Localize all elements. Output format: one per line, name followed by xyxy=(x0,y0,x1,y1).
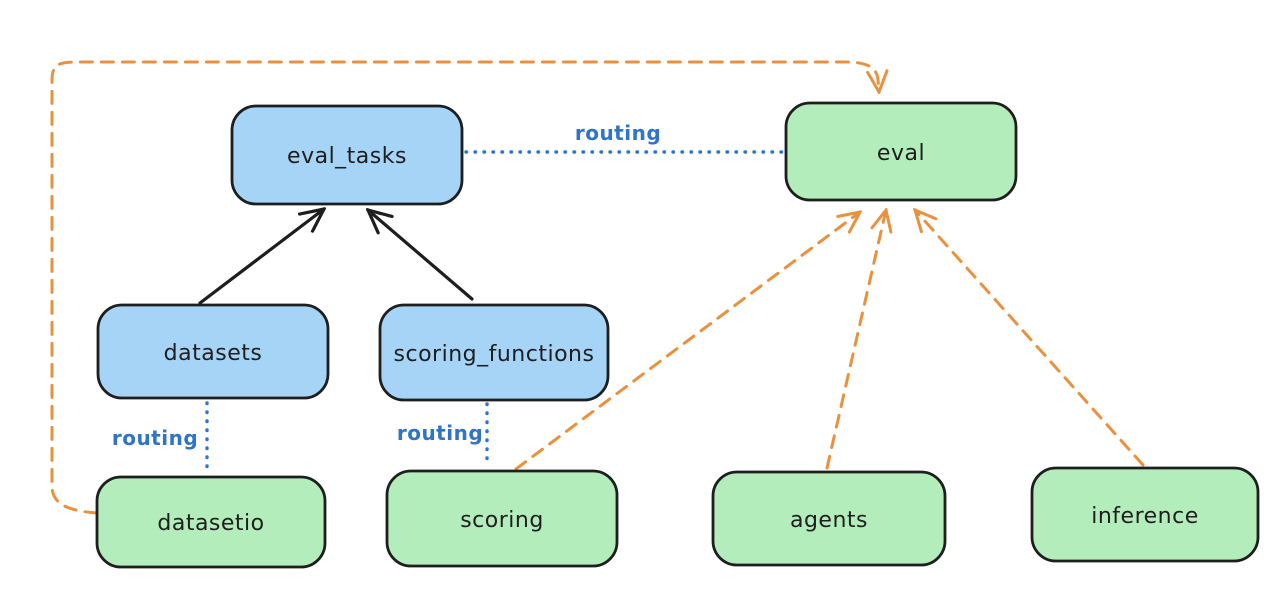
node-datasets-label: datasets xyxy=(164,341,263,366)
edge-scoring-to-eval xyxy=(514,212,860,471)
node-scoring-label: scoring xyxy=(460,508,544,533)
edge-scoring-functions-to-eval-tasks xyxy=(368,210,474,301)
node-inference-label: inference xyxy=(1091,504,1199,529)
node-datasets-box xyxy=(96,303,330,400)
node-agents-box xyxy=(711,470,947,567)
node-inference-box xyxy=(1030,466,1260,563)
node-scoring: scoring xyxy=(385,469,619,568)
node-scoring-functions-label: scoring_functions xyxy=(394,342,595,367)
node-eval-label: eval xyxy=(877,141,925,166)
routing-label-datasetio: routing xyxy=(112,426,198,450)
routing-label-eval: routing xyxy=(575,121,661,145)
node-eval-tasks: eval_tasks xyxy=(230,104,464,206)
node-scoring-box xyxy=(385,469,619,568)
node-scoring-functions-box xyxy=(378,303,610,402)
edge-datasets-to-eval-tasks xyxy=(198,209,324,305)
node-inference: inference xyxy=(1030,466,1260,563)
node-eval-tasks-box xyxy=(230,104,464,206)
edge-agents-to-eval xyxy=(825,210,886,470)
node-agents: agents xyxy=(711,470,947,567)
routing-label-scoring: routing xyxy=(397,421,483,445)
node-eval-tasks-label: eval_tasks xyxy=(287,144,407,169)
edge-inference-to-eval xyxy=(915,210,1145,467)
node-agents-label: agents xyxy=(790,508,868,533)
node-datasets: datasets xyxy=(96,303,330,400)
node-eval-box xyxy=(784,101,1018,202)
node-datasetio-box xyxy=(95,475,327,569)
node-scoring-functions: scoring_functions xyxy=(378,303,610,402)
node-datasetio-label: datasetio xyxy=(157,511,264,536)
node-datasetio: datasetio xyxy=(95,475,327,569)
edge-datasetio-to-eval xyxy=(50,60,879,515)
node-eval: eval xyxy=(784,101,1018,202)
